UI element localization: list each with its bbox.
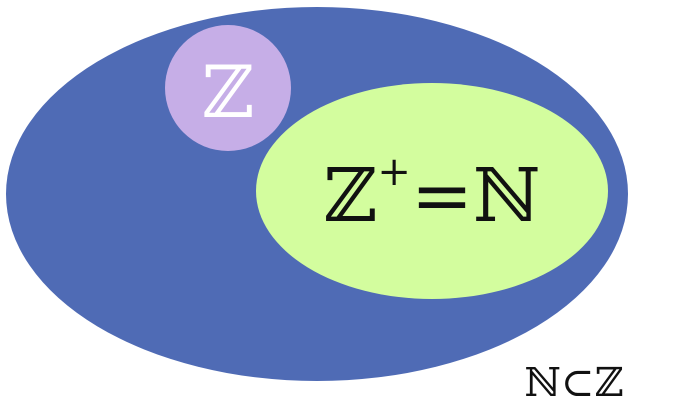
integers-set-label: ℤ [202, 50, 255, 134]
label-integers: ℤ [323, 153, 377, 239]
positive-integers-set-ellipse [256, 83, 608, 299]
subset-relation-label: ℕ⊂ℤ [524, 360, 623, 406]
label-superscript-plus: + [377, 149, 411, 195]
integers-set-circle [165, 25, 291, 151]
label-naturals: ℕ [473, 153, 541, 239]
positive-integers-equals-naturals-label: ℤ+=ℕ [323, 149, 540, 239]
label-equals: = [411, 153, 473, 239]
